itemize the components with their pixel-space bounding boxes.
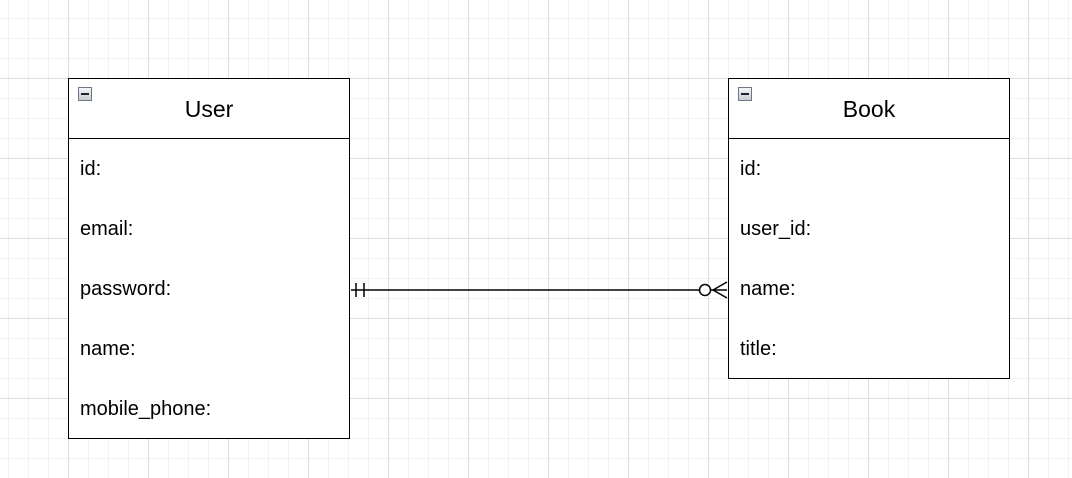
user-entity-header[interactable]: User xyxy=(69,79,349,139)
book-entity[interactable]: Book id: user_id: name: title: xyxy=(728,78,1010,379)
user-field-email[interactable]: email: xyxy=(80,218,134,240)
user-field-password[interactable]: password: xyxy=(80,278,172,300)
user-field-name[interactable]: name: xyxy=(80,338,136,360)
zero-marker xyxy=(698,283,712,297)
book-entity-header[interactable]: Book xyxy=(729,79,1009,139)
user-field-list: id: email: password: name: mobile_phone: xyxy=(69,139,349,439)
book-field-id[interactable]: id: xyxy=(740,158,762,180)
user-field-id[interactable]: id: xyxy=(80,158,102,180)
collapse-minus-icon[interactable] xyxy=(738,87,752,101)
book-field-user-id[interactable]: user_id: xyxy=(740,218,812,240)
many-crowfoot-top xyxy=(712,281,728,291)
many-crowfoot-bottom xyxy=(712,289,728,299)
book-entity-title: Book xyxy=(842,96,896,122)
book-field-name[interactable]: name: xyxy=(740,278,796,300)
user-entity-title: User xyxy=(184,96,234,122)
user-field-mobile-phone[interactable]: mobile_phone: xyxy=(80,398,212,420)
user-entity[interactable]: User id: email: password: name: mobile_p… xyxy=(68,78,350,439)
book-field-list: id: user_id: name: title: xyxy=(729,139,1009,379)
collapse-minus-icon[interactable] xyxy=(78,87,92,101)
book-field-title[interactable]: title: xyxy=(740,338,777,360)
